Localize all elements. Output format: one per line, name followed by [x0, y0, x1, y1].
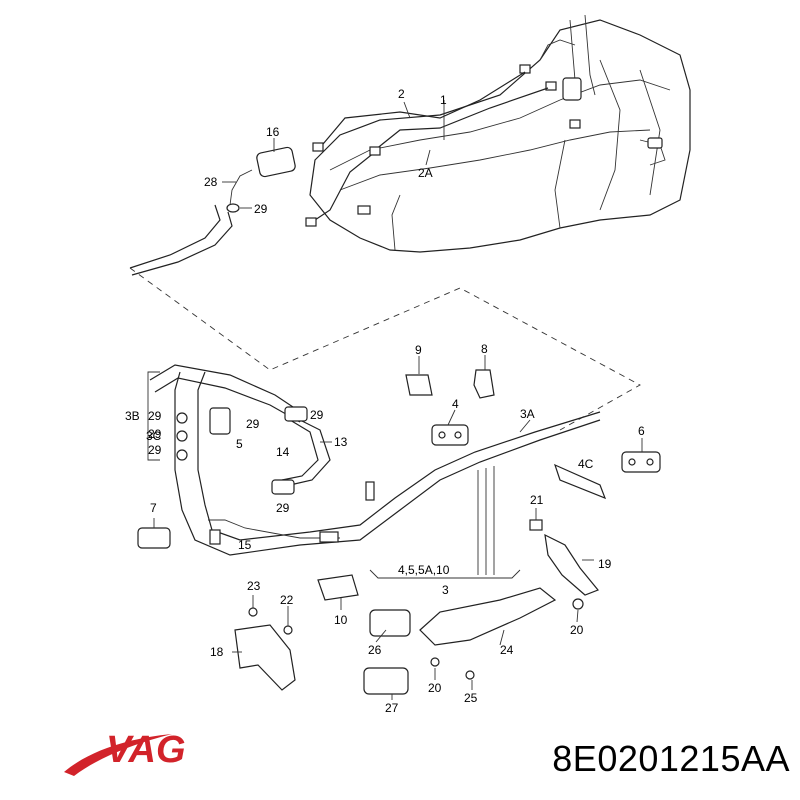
callout-4: 4: [452, 397, 459, 411]
callout-18: 18: [210, 645, 224, 659]
lines-3: [477, 466, 495, 575]
mount-27: [363, 667, 409, 695]
callout-26: 26: [368, 643, 382, 657]
callout-5: 5: [236, 437, 243, 451]
callout-22: 22: [280, 593, 294, 607]
callout-27: 27: [385, 701, 399, 715]
callout-6: 6: [638, 424, 645, 438]
callout-7: 7: [150, 501, 157, 515]
mount-26: [369, 609, 411, 637]
callout-20-b: 20: [570, 623, 584, 637]
callout-14: 14: [276, 445, 290, 459]
callout-29-b: 29: [148, 409, 162, 423]
callout-3a: 3A: [520, 407, 535, 421]
callout-23: 23: [247, 579, 261, 593]
callout-16: 16: [266, 125, 280, 139]
bracket-4: [431, 424, 469, 446]
callout-21: 21: [530, 493, 544, 507]
clip-9: [405, 374, 433, 396]
bracket-6: [621, 451, 661, 473]
group-bracket: [147, 371, 160, 461]
group-line: [369, 569, 521, 579]
bracket-4c: [554, 463, 607, 500]
callout-29-e: 29: [246, 417, 260, 431]
callout-15: 15: [238, 538, 252, 552]
callout-10: 10: [334, 613, 348, 627]
clip-8: [473, 369, 495, 399]
callout-29-d: 29: [148, 443, 162, 457]
callout-19: 19: [598, 557, 612, 571]
underbody-lines: [149, 364, 601, 556]
callout-25: 25: [464, 691, 478, 705]
bracket-18: [234, 607, 296, 691]
callout-24: 24: [500, 643, 514, 657]
callout-4-5-5a-10: 4,5,5A,10: [398, 563, 450, 577]
bracket-7: [137, 527, 171, 549]
logo-swoosh: [64, 734, 172, 776]
leader-lines: [153, 100, 643, 700]
callout-9: 9: [415, 343, 422, 357]
logo-text: VAG: [106, 729, 186, 771]
callout-29-f: 29: [310, 408, 324, 422]
callout-4c: 4C: [578, 457, 594, 471]
fuel-tank: [309, 14, 691, 253]
callout-3b: 3B: [125, 409, 140, 423]
vag-logo: VAG: [64, 729, 186, 776]
callout-8: 8: [481, 342, 488, 356]
hoses: [271, 406, 331, 495]
fuel-filter: [226, 146, 296, 213]
callout-29-g: 29: [276, 501, 290, 515]
callout-labels: 1 2 2A 16 28 29 9 8 4 3A 6 4C 3B 29 29 3…: [125, 87, 645, 715]
callout-29: 29: [254, 202, 268, 216]
callout-2a: 2A: [418, 166, 433, 180]
shield-24: [419, 587, 557, 680]
callout-13: 13: [334, 435, 348, 449]
feed-lines: [129, 204, 233, 276]
bracket-10: [317, 574, 359, 601]
tank-lines: [305, 71, 549, 227]
callout-1: 1: [440, 93, 447, 107]
part-number: 8E0201215AA: [552, 738, 790, 779]
section-divider: [129, 267, 641, 431]
callout-2: 2: [398, 87, 405, 101]
callout-29-c: 29: [148, 427, 162, 441]
callout-3: 3: [442, 583, 449, 597]
bracket-19: [529, 519, 599, 610]
callout-20-a: 20: [428, 681, 442, 695]
callout-28: 28: [204, 175, 218, 189]
junction-5: [176, 407, 231, 461]
callout-3c: 3C: [146, 429, 162, 443]
